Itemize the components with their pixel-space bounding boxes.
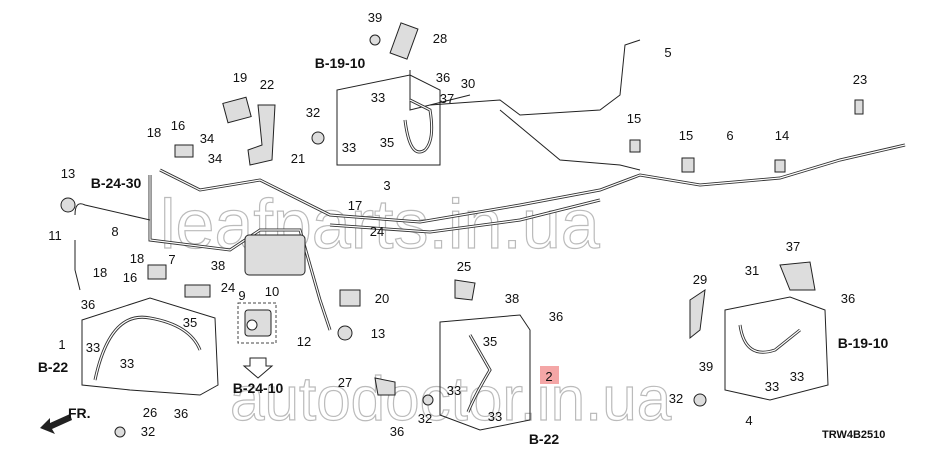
part-number-label: 36 [390,424,404,439]
part-number-label: 30 [461,76,475,91]
part-number-label: 33 [371,90,385,105]
part-number-label: 18 [130,251,144,266]
part-number-label: 38 [211,258,225,273]
reference-label: B-24-10 [233,380,284,396]
part-number-label: 33 [86,340,100,355]
part-number-label: 35 [483,334,497,349]
part-number-label: 16 [171,118,185,133]
part-number-label: 32 [306,105,320,120]
part-number-label: 35 [380,135,394,150]
part-number-label: 20 [375,291,389,306]
part-number-label: 12 [297,334,311,349]
assembly-outlines [81,70,829,431]
part-number-label: 33 [488,409,502,424]
part-number-label: 39 [368,10,382,25]
part-number-label: 23 [853,72,867,87]
part-number-label: 18 [93,265,107,280]
part-number-label: 1 [58,337,65,352]
part-number-label: 4 [745,413,752,428]
part-number-label: 34 [208,151,222,166]
part-number-label: 33 [790,369,804,384]
reference-label: B-24-30 [91,175,142,191]
part-number-label: 35 [183,315,197,330]
part-number-label: 24 [221,280,235,295]
part-number-label: 36 [436,70,450,85]
reference-label: B-22 [529,431,560,447]
part-number-label: 36 [174,406,188,421]
brake-pipe-bundle [74,39,906,331]
part-number-label: 15 [627,111,641,126]
part-number-label: 7 [168,252,175,267]
part-number-label: 21 [291,151,305,166]
diagram-code: TRW4B2510 [822,429,885,441]
part-number-label: 8 [111,224,118,239]
reference-label: B-19-10 [315,55,366,71]
part-number-label: 13 [371,326,385,341]
part-number-label: 38 [505,291,519,306]
small-parts [60,22,864,438]
part-number-label: 32 [669,391,683,406]
part-number-label: 29 [693,272,707,287]
part-number-label: 37 [440,91,454,106]
part-number-label: 36 [841,291,855,306]
brake-hoses [93,98,801,413]
part-number-label: 25 [457,259,471,274]
part-number-label: 28 [433,31,447,46]
part-number-label: 6 [726,128,733,143]
part-number-label: 37 [786,239,800,254]
part-number-label: 5 [664,45,671,60]
part-number-label: 15 [679,128,693,143]
part-number-label: 9 [238,288,245,303]
front-arrow: FR. [40,405,91,434]
front-label: FR. [68,405,91,421]
reference-label: B-19-10 [838,335,889,351]
part-number-label: 14 [775,128,789,143]
highlight-part-2 [540,366,559,384]
part-number-label: 33 [120,356,134,371]
part-number-label: 17 [348,198,362,213]
abs-modulator [237,302,277,379]
part-number-label: 26 [143,405,157,420]
part-number-label: 10 [265,284,279,299]
watermark-leafparts: leafparts.in.ua [160,185,600,263]
part-number-label: 2 [545,369,552,384]
part-number-label: 33 [342,140,356,155]
part-number-label: 32 [141,424,155,439]
part-number-label: 33 [765,379,779,394]
part-number-label: 24 [370,224,384,239]
part-number-label: 22 [260,77,274,92]
part-number-label: 18 [147,125,161,140]
part-number-label: 31 [745,263,759,278]
part-number-label: 3 [383,178,390,193]
part-number-label: 13 [61,166,75,181]
reference-label: B-22 [38,359,69,375]
part-number-label: 36 [549,309,563,324]
part-number-label: 16 [123,270,137,285]
watermark-autodoctor: autodoctor.in.ua [230,365,672,434]
part-number-label: 19 [233,70,247,85]
part-number-label: 11 [48,228,62,243]
part-number-label: 39 [699,359,713,374]
part-number-label: 36 [81,297,95,312]
part-number-label: 33 [447,383,461,398]
part-number-label: 34 [200,131,214,146]
part-number-label: 27 [338,375,352,390]
part-number-label: 32 [418,411,432,426]
